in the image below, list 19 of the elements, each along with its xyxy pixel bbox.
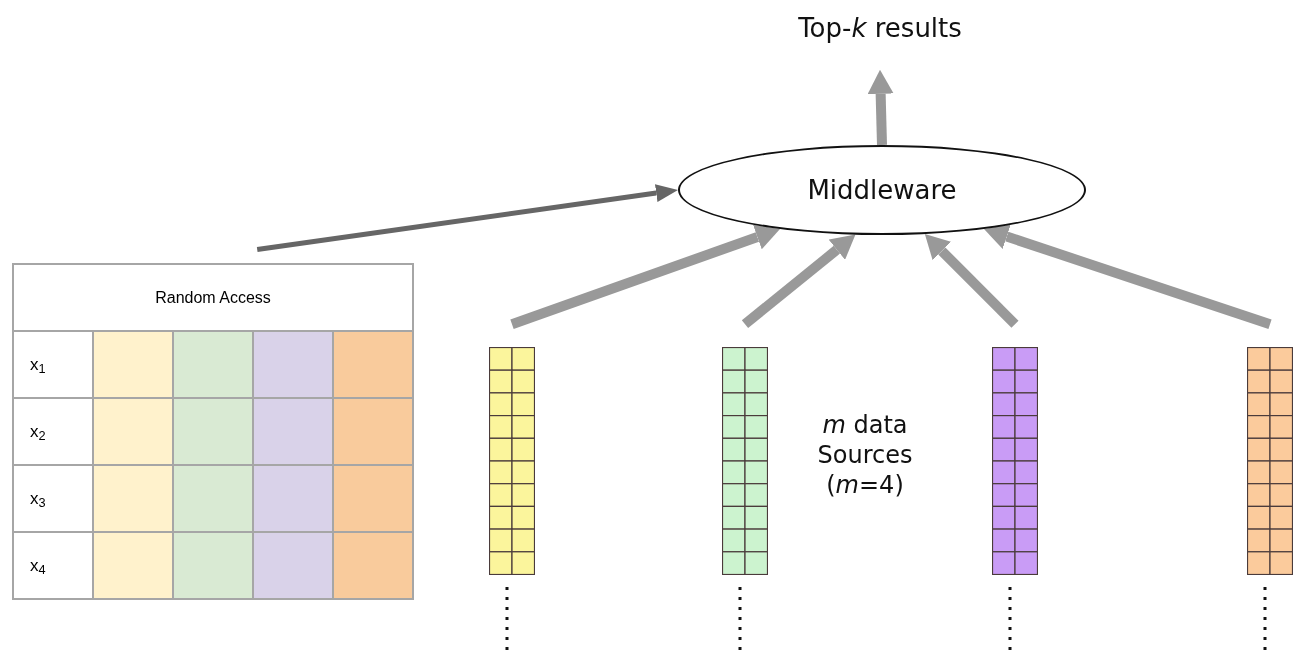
arrow bbox=[510, 224, 780, 329]
data-source-column bbox=[992, 347, 1038, 575]
data-source-column bbox=[489, 347, 535, 575]
row-label: x$_{1}$ bbox=[30, 353, 46, 378]
table-header: Random Access bbox=[155, 287, 271, 308]
arrow bbox=[924, 234, 1019, 328]
result-label: Top-k results bbox=[770, 6, 990, 50]
sources-caption: m data Sources (m=4) bbox=[816, 410, 914, 500]
data-source-column bbox=[722, 347, 768, 575]
node-label: Middleware bbox=[807, 173, 957, 207]
data-source-column bbox=[1247, 347, 1293, 575]
arrow bbox=[256, 184, 678, 252]
arrow bbox=[741, 234, 856, 329]
random-access-table bbox=[12, 263, 414, 600]
row-label: x$_{2}$ bbox=[30, 420, 46, 445]
row-label: x$_{3}$ bbox=[30, 487, 46, 512]
arrow bbox=[984, 224, 1272, 329]
arrow bbox=[867, 69, 894, 146]
row-label: x$_{4}$ bbox=[30, 554, 46, 579]
